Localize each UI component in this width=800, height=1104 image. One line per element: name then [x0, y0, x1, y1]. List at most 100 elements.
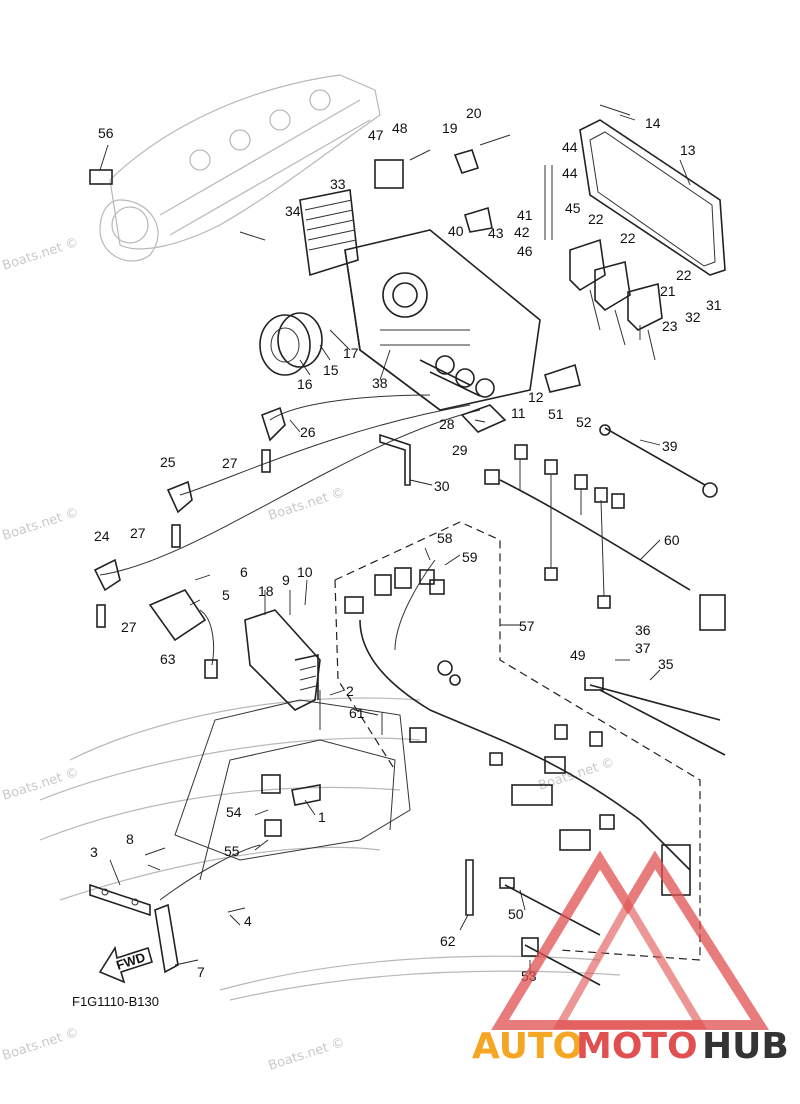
- callout-7: 7: [197, 964, 205, 980]
- callout-36: 36: [635, 622, 651, 638]
- logo-text-moto: MOTO: [576, 1026, 698, 1067]
- callout-16: 16: [297, 376, 313, 392]
- callout-19: 19: [442, 120, 458, 136]
- callout-30: 30: [434, 478, 450, 494]
- callout-13: 13: [680, 142, 696, 158]
- callout-31: 31: [706, 297, 722, 313]
- callout-34: 34: [285, 203, 301, 219]
- callout-10: 10: [297, 564, 313, 580]
- callout-63: 63: [160, 651, 176, 667]
- callout-22c: 22: [676, 267, 692, 283]
- callout-3: 3: [90, 844, 98, 860]
- callout-33: 33: [330, 176, 346, 192]
- callout-61: 61: [349, 705, 365, 721]
- callout-27a: 27: [222, 455, 238, 471]
- callout-42: 42: [514, 224, 530, 240]
- callout-14: 14: [645, 115, 661, 131]
- watermark-text: Boats.net ©: [1, 235, 81, 274]
- logo-text-hub: HUB: [702, 1026, 789, 1067]
- callout-56: 56: [98, 125, 114, 141]
- callout-20: 20: [466, 105, 482, 121]
- callout-62: 62: [440, 933, 456, 949]
- callout-21: 21: [660, 283, 676, 299]
- sensor-63: [148, 589, 218, 679]
- callout-26: 26: [300, 424, 316, 440]
- callout-44b: 44: [562, 165, 578, 181]
- callout-48: 48: [392, 120, 408, 136]
- watermark-text: Boats.net ©: [1, 505, 81, 544]
- callout-27b: 27: [130, 525, 146, 541]
- callout-22b: 22: [620, 230, 636, 246]
- cable-35: [584, 677, 726, 756]
- callout-15: 15: [323, 362, 339, 378]
- callout-17: 17: [343, 345, 359, 361]
- callout-47: 47: [368, 127, 384, 143]
- electrical-box: [344, 229, 541, 411]
- callout-18: 18: [258, 583, 274, 599]
- callout-50: 50: [508, 906, 524, 922]
- watermark-text: Boats.net ©: [267, 485, 347, 524]
- callout-35: 35: [658, 656, 674, 672]
- main-harness: [344, 559, 691, 896]
- watermark-text: Boats.net ©: [537, 755, 617, 794]
- logo-text-auto: AUTO: [472, 1026, 583, 1067]
- callouts: 56 20 14 13 47 48 19 44 44 33 45 34 41 2…: [90, 105, 722, 984]
- callout-39: 39: [662, 438, 678, 454]
- callout-60: 60: [664, 532, 680, 548]
- small-parts-upper: [89, 104, 631, 486]
- callout-9: 9: [282, 572, 290, 588]
- callout-24: 24: [94, 528, 110, 544]
- callout-43: 43: [488, 225, 504, 241]
- mounting-hardware: [89, 690, 383, 974]
- callout-45: 45: [565, 200, 581, 216]
- callout-27c: 27: [121, 619, 137, 635]
- leader-lines: [99, 114, 691, 975]
- harness-57-box: [334, 521, 701, 961]
- diagram-code: F1G1110-B130: [72, 994, 159, 1009]
- callout-32: 32: [685, 309, 701, 325]
- callout-2: 2: [346, 683, 354, 699]
- callout-38: 38: [372, 375, 388, 391]
- ecu-unit: [244, 609, 321, 711]
- callout-37: 37: [635, 640, 651, 656]
- callout-28: 28: [439, 416, 455, 432]
- callout-11: 11: [511, 405, 526, 421]
- callout-22a: 22: [588, 211, 604, 227]
- callout-49: 49: [570, 647, 586, 663]
- callout-12: 12: [528, 389, 544, 405]
- callout-25: 25: [160, 454, 176, 470]
- callout-41: 41: [517, 207, 533, 223]
- cap-assembly: [259, 312, 323, 376]
- spark-plug-leads: [93, 394, 481, 628]
- watermarks: Boats.net © Boats.net © Boats.net © Boat…: [1, 235, 617, 1074]
- watermark-text: Boats.net ©: [267, 1035, 347, 1074]
- ignition-coils: [569, 238, 663, 361]
- callout-46: 46: [517, 243, 533, 259]
- callout-59: 59: [462, 549, 478, 565]
- callout-58: 58: [437, 530, 453, 546]
- callout-6: 6: [240, 564, 248, 580]
- callout-8: 8: [126, 831, 134, 847]
- watermark-text: Boats.net ©: [1, 1025, 81, 1064]
- engine-manifold-ghost: [99, 74, 381, 262]
- callout-54: 54: [226, 804, 242, 820]
- callout-1: 1: [318, 809, 326, 825]
- harness-60: [484, 444, 726, 631]
- callout-51: 51: [548, 406, 564, 422]
- gasket-plate: [579, 119, 726, 276]
- automotohub-logo: AUTO MOTO HUB: [472, 850, 789, 1067]
- callout-57: 57: [519, 618, 535, 634]
- rectifier: [299, 189, 359, 277]
- callout-29: 29: [452, 442, 468, 458]
- callout-55: 55: [224, 843, 240, 859]
- cable-39: [599, 424, 718, 498]
- callout-4: 4: [244, 913, 252, 929]
- callout-52: 52: [576, 414, 592, 430]
- callout-23: 23: [662, 318, 678, 334]
- callout-5: 5: [222, 587, 230, 603]
- small-parts-lower: [261, 774, 321, 837]
- callout-40: 40: [448, 223, 464, 239]
- fwd-arrow: FWD: [98, 945, 153, 984]
- callout-44a: 44: [562, 139, 578, 155]
